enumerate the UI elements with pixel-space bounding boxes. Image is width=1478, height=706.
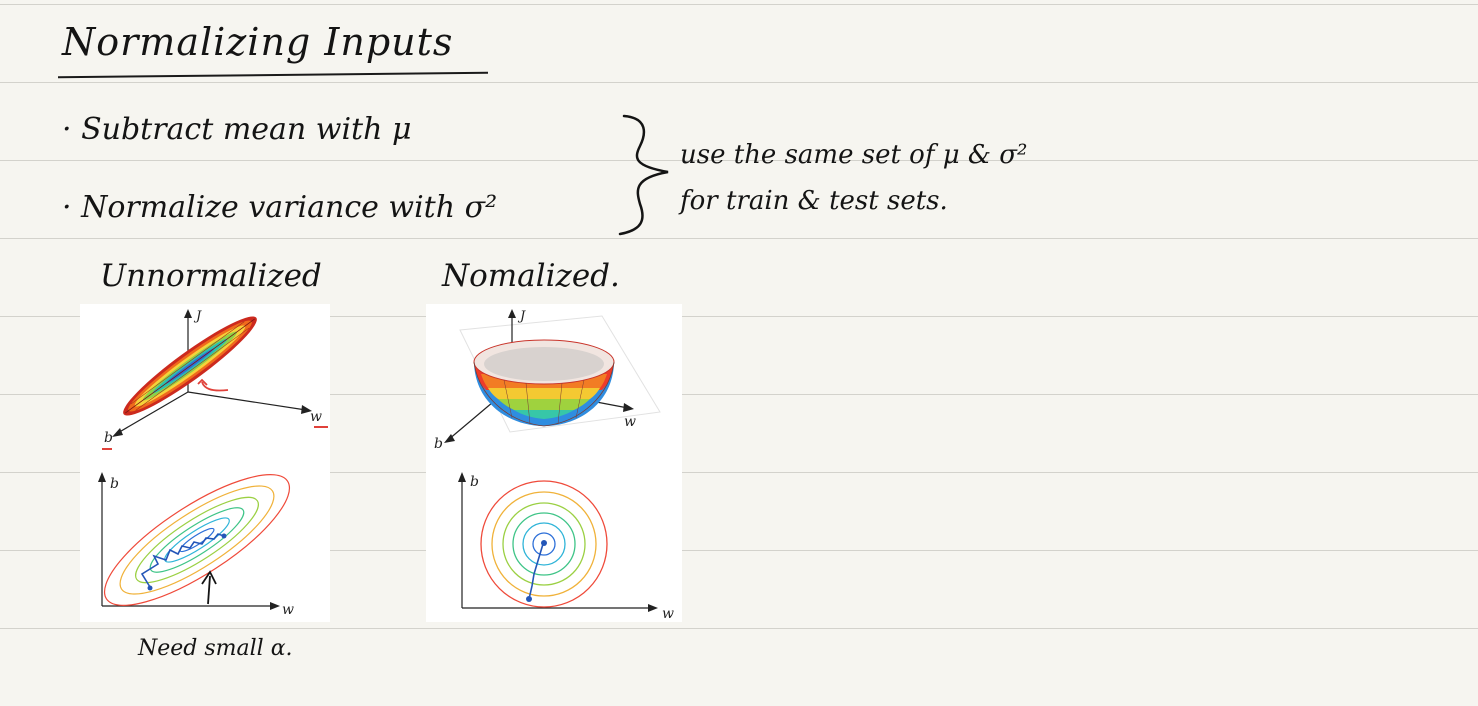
axis-b-label: b (110, 476, 119, 492)
page-rule (0, 394, 1478, 395)
direct-descent-path (528, 543, 544, 600)
elongated-bowl-surface (123, 316, 257, 416)
unnormalized-surface-figure: J w b (80, 304, 330, 464)
page-rule (0, 82, 1478, 83)
annotation-need-small-alpha: Need small α. (138, 636, 293, 661)
page-rule (0, 628, 1478, 629)
page-rule (0, 550, 1478, 551)
page-rule (0, 472, 1478, 473)
axis-w-label: w (310, 409, 322, 425)
label-normalized: Nomalized. (442, 258, 620, 294)
side-note-line-2: for train & test sets. (680, 186, 948, 216)
page-title: Normalizing Inputs (62, 20, 454, 64)
page-rule (0, 316, 1478, 317)
curly-brace (618, 114, 669, 236)
circular-bowl-surface (473, 339, 615, 427)
axis-b-label: b (470, 474, 479, 490)
elongated-contours (103, 474, 291, 606)
unnormalized-contour-figure: b w (80, 464, 330, 622)
bullet-normalize-variance: · Normalize variance with σ² (62, 190, 498, 225)
label-unnormalized: Unnormalized (100, 258, 322, 294)
axis-w-label: w (624, 414, 636, 430)
page-rule (0, 238, 1478, 239)
zigzag-descent-path (140, 533, 225, 588)
page-rule (0, 4, 1478, 5)
normalized-surface-figure: J w b (426, 304, 682, 464)
circular-contours (480, 480, 608, 608)
title-underline (58, 71, 488, 79)
page-rule (0, 160, 1478, 161)
axis-w-label: w (282, 602, 294, 618)
side-note-line-1: use the same set of μ & σ² (680, 140, 1028, 170)
axis-j-label: J (517, 309, 526, 324)
axis-b-label: b (104, 430, 113, 446)
normalized-contour-figure: b w (426, 464, 682, 622)
bullet-subtract-mean: · Subtract mean with μ (62, 112, 412, 147)
axis-b-label: b (434, 436, 443, 452)
axis-w-label: w (662, 606, 674, 622)
axis-j-label: J (193, 309, 202, 324)
